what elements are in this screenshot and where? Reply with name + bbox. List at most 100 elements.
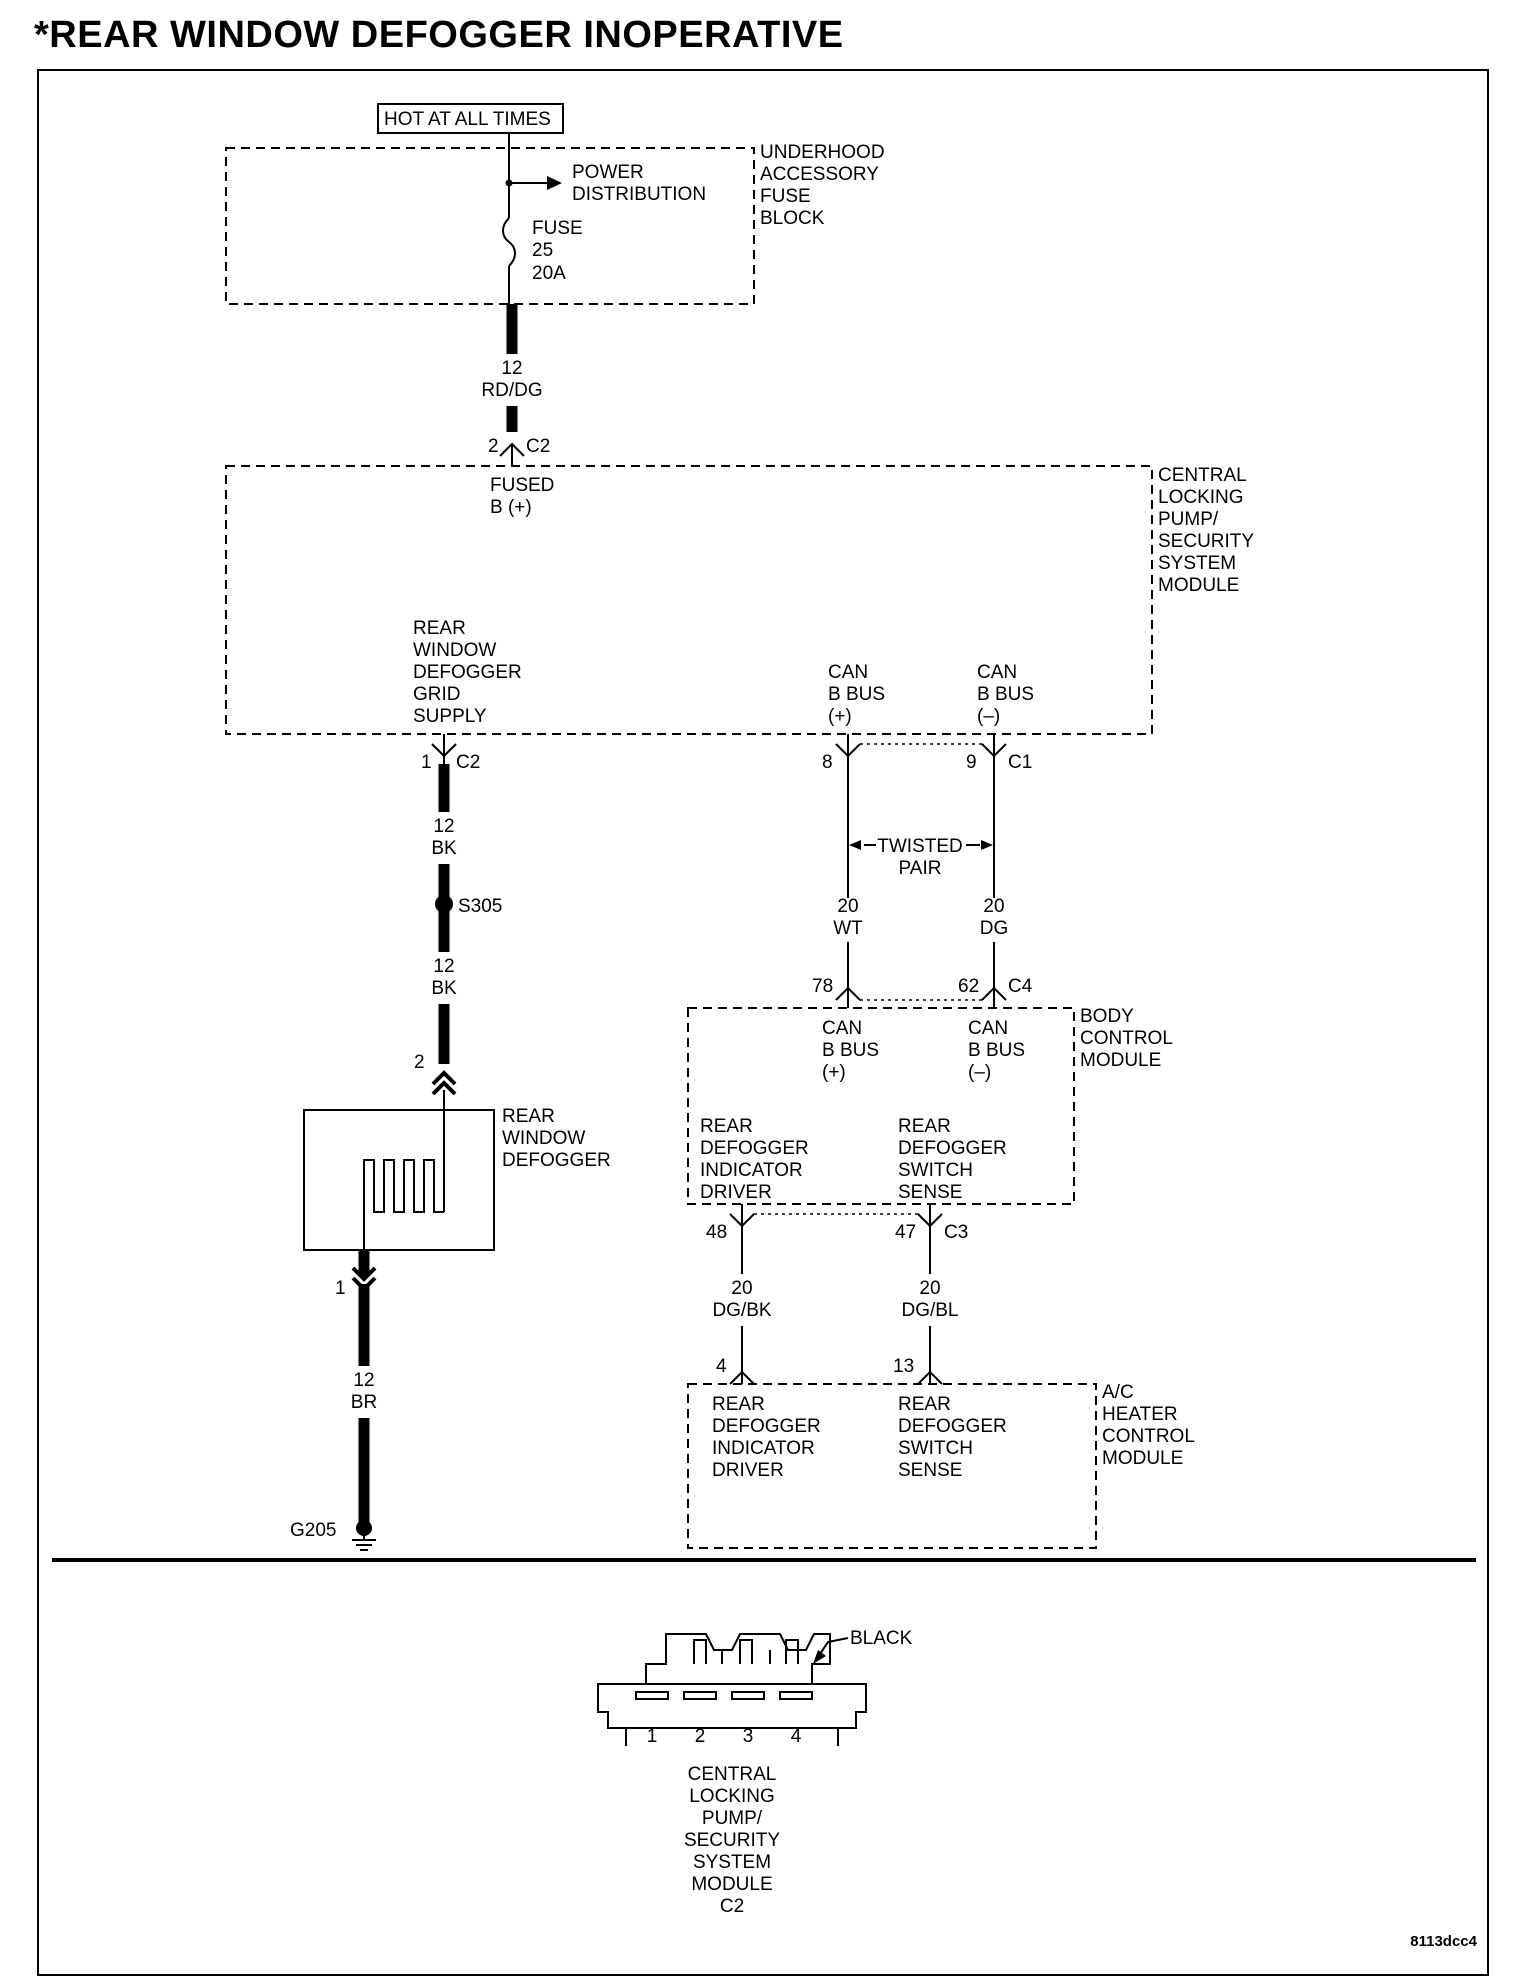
defogger-pin2-chevron-inner — [431, 1080, 457, 1096]
bcm-can-plus-label: CAN B BUS (+) — [822, 1018, 879, 1083]
connector-c2-pin2-number: 2 — [488, 436, 499, 457]
svg-text:DEFOGGER: DEFOGGER — [700, 1138, 809, 1159]
svg-text:(+): (+) — [822, 1062, 846, 1083]
svg-text:3: 3 — [743, 1726, 754, 1747]
ground-symbol — [352, 1532, 376, 1551]
svg-text:TWISTED: TWISTED — [877, 836, 963, 857]
rear-window-defogger-label: REAR WINDOW DEFOGGER — [502, 1106, 611, 1171]
svg-text:SUPPLY: SUPPLY — [413, 706, 487, 727]
connector-c2-pin2-name: C2 — [526, 436, 550, 457]
connector-c1-name: C1 — [1008, 752, 1032, 773]
wire-bk-label-2: 12 BK — [431, 956, 457, 999]
svg-text:2: 2 — [695, 1726, 706, 1747]
central-can-plus-label: CAN B BUS (+) — [828, 662, 885, 727]
body-control-module-label: BODY CONTROL MODULE — [1080, 1006, 1173, 1071]
central-module-label: CENTRAL LOCKING PUMP/ SECURITY SYSTEM MO… — [1158, 465, 1254, 596]
svg-text:(–): (–) — [968, 1062, 991, 1083]
svg-text:12: 12 — [433, 816, 454, 837]
svg-text:B BUS: B BUS — [968, 1040, 1025, 1061]
connector-c3-pin47-number: 47 — [895, 1222, 916, 1243]
fused-b-plus-label: FUSED B (+) — [490, 475, 554, 518]
svg-text:DEFOGGER: DEFOGGER — [898, 1416, 1007, 1437]
svg-text:MODULE: MODULE — [1102, 1448, 1183, 1469]
svg-text:20: 20 — [983, 896, 1004, 917]
connector-pin-numbers: 1 2 3 4 — [647, 1726, 802, 1747]
fuse-symbol — [502, 217, 516, 267]
ac-pin4-number: 4 — [716, 1356, 727, 1377]
svg-text:25: 25 — [532, 240, 553, 261]
svg-text:CAN: CAN — [968, 1018, 1008, 1039]
svg-text:20: 20 — [837, 896, 858, 917]
svg-text:DEFOGGER: DEFOGGER — [502, 1150, 611, 1171]
wire-rd-dg-label: 12 RD/DG — [481, 358, 542, 401]
svg-text:12: 12 — [353, 1370, 374, 1391]
splice-s305-label: S305 — [458, 896, 502, 917]
svg-text:DEFOGGER: DEFOGGER — [413, 662, 522, 683]
svg-text:12: 12 — [433, 956, 454, 977]
svg-text:INDICATOR: INDICATOR — [700, 1160, 803, 1181]
twisted-pair-arrowhead-left — [849, 840, 861, 850]
svg-text:20: 20 — [919, 1278, 940, 1299]
svg-text:SWITCH: SWITCH — [898, 1160, 973, 1181]
svg-text:MODULE: MODULE — [691, 1874, 772, 1895]
hot-at-all-times-box — [377, 103, 564, 134]
svg-text:REAR: REAR — [712, 1394, 765, 1415]
wire-br-label: 12 BR — [351, 1370, 377, 1413]
svg-text:B BUS: B BUS — [828, 684, 885, 705]
svg-text:MODULE: MODULE — [1080, 1050, 1161, 1071]
svg-text:B BUS: B BUS — [977, 684, 1034, 705]
bcm-switch-sense-label: REAR DEFOGGER SWITCH SENSE — [898, 1116, 1007, 1203]
svg-text:FUSE: FUSE — [760, 186, 811, 207]
svg-text:DG: DG — [980, 918, 1009, 939]
svg-text:SECURITY: SECURITY — [684, 1830, 780, 1851]
svg-text:B BUS: B BUS — [822, 1040, 879, 1061]
wire-dg-label: 20 DG — [980, 896, 1009, 939]
svg-text:ACCESSORY: ACCESSORY — [760, 164, 879, 185]
svg-text:20A: 20A — [532, 263, 566, 284]
svg-text:A/C: A/C — [1102, 1382, 1134, 1403]
connector-c4-name: C4 — [1008, 976, 1033, 997]
page-title: *REAR WINDOW DEFOGGER INOPERATIVE — [34, 14, 844, 56]
figure-id: 8113dcc4 — [1410, 1933, 1477, 1950]
svg-text:BODY: BODY — [1080, 1006, 1134, 1027]
svg-text:DRIVER: DRIVER — [712, 1460, 784, 1481]
svg-text:REAR: REAR — [700, 1116, 753, 1137]
ground-g205-node — [356, 1520, 372, 1536]
svg-text:RD/DG: RD/DG — [481, 380, 542, 401]
connector-c2-pin1-name: C2 — [456, 752, 480, 773]
svg-text:1: 1 — [647, 1726, 658, 1747]
ac-heater-control-module-label: A/C HEATER CONTROL MODULE — [1102, 1382, 1195, 1469]
svg-text:WINDOW: WINDOW — [502, 1128, 585, 1149]
svg-text:(+): (+) — [828, 706, 852, 727]
diagram-frame — [37, 69, 1489, 1976]
svg-text:CAN: CAN — [822, 1018, 862, 1039]
defogger-pin2-number: 2 — [414, 1052, 425, 1073]
connector-face-view — [597, 1633, 867, 1746]
svg-text:DEFOGGER: DEFOGGER — [712, 1416, 821, 1437]
bcm-indicator-driver-label: REAR DEFOGGER INDICATOR DRIVER — [700, 1116, 809, 1203]
connector-c3-name: C3 — [944, 1222, 968, 1243]
svg-text:12: 12 — [501, 358, 522, 379]
bcm-can-minus-label: CAN B BUS (–) — [968, 1018, 1025, 1083]
twisted-pair-label: TWISTED PAIR — [877, 836, 963, 879]
svg-text:4: 4 — [791, 1726, 802, 1747]
connector-c4-pin78-number: 78 — [812, 976, 833, 997]
connector-color-label: BLACK — [850, 1628, 913, 1649]
svg-text:WINDOW: WINDOW — [413, 640, 496, 661]
svg-text:DG/BL: DG/BL — [901, 1300, 958, 1321]
svg-text:BK: BK — [431, 838, 457, 859]
svg-text:FUSED: FUSED — [490, 475, 554, 496]
connector-c2-pin1-number: 1 — [421, 752, 432, 773]
svg-text:REAR: REAR — [898, 1116, 951, 1137]
ac-switch-sense-label: REAR DEFOGGER SWITCH SENSE — [898, 1394, 1007, 1481]
body-control-module-box — [687, 1007, 1075, 1205]
svg-text:20: 20 — [731, 1278, 752, 1299]
svg-text:BLOCK: BLOCK — [760, 208, 825, 229]
wire-bk-label-1: 12 BK — [431, 816, 457, 859]
connector-c3-pin48-number: 48 — [706, 1222, 727, 1243]
rear-window-defogger-box — [303, 1109, 495, 1251]
svg-text:SYSTEM: SYSTEM — [693, 1852, 771, 1873]
ac-pin13-number: 13 — [893, 1356, 914, 1377]
svg-text:(–): (–) — [977, 706, 1000, 727]
